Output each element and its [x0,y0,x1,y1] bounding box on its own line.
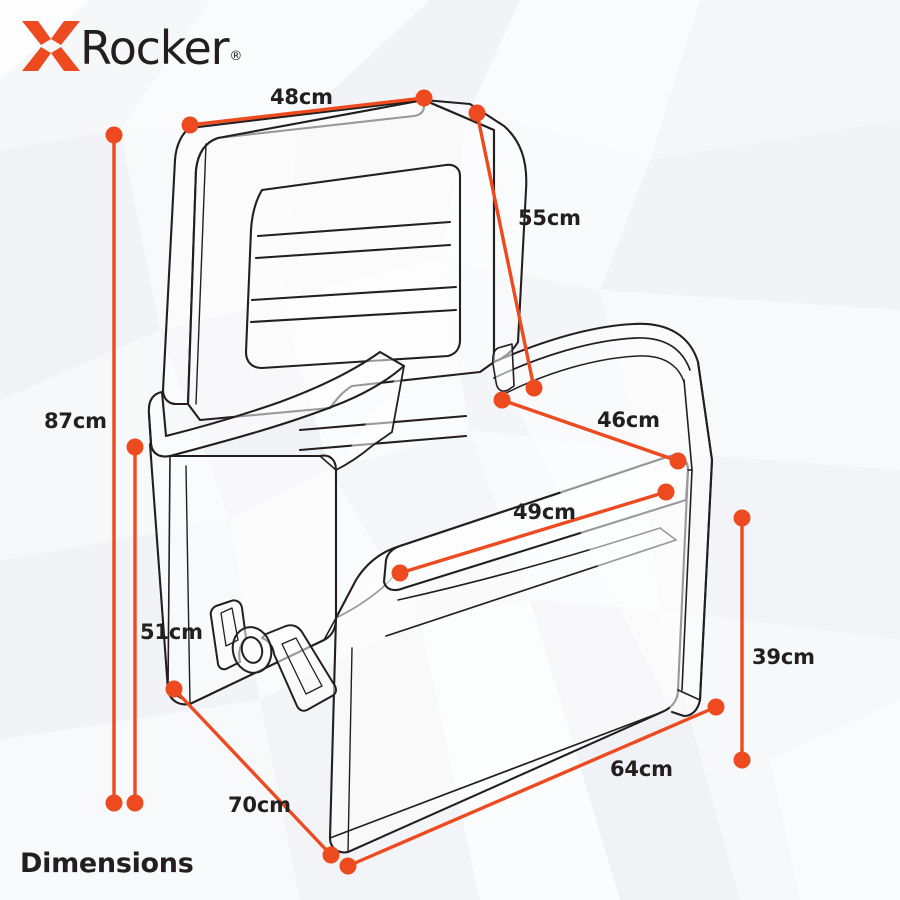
dimension-endpoint-backrest-height-start [468,104,486,122]
dimension-label-overall-width: 64cm [610,757,673,781]
logo-wordmark: Rocker [80,21,230,75]
dimension-line-overall-depth [172,687,333,857]
dimension-line-overall-width [346,705,718,868]
page-title: Dimensions [20,848,194,879]
dimension-label-seat-width: 49cm [513,500,576,524]
dimension-line-seat-depth-upper [500,398,680,463]
dimension-label-overall-height: 87cm [44,409,107,433]
dimension-endpoint-seat-height-end [733,751,751,769]
dimension-endpoint-backrest-height-end [525,379,543,397]
dimension-label-backrest-height: 55cm [518,206,581,230]
dimension-label-overall-depth: 70cm [228,793,291,817]
dimension-endpoint-overall-width-end [707,698,725,716]
dimension-endpoint-seat-width-end [657,483,675,501]
dimension-label-seat-height: 39cm [752,645,815,669]
xrocker-logo: Rocker ® [20,16,243,76]
dimension-endpoint-overall-width-start [339,857,357,875]
dimension-label-seat-back-height: 51cm [140,620,203,644]
dimension-line-seat-width [398,490,668,575]
dimension-endpoint-seat-back-height-start [126,438,144,456]
dimension-endpoint-seat-height-start [733,509,751,527]
x-logo-icon [22,21,80,71]
dimension-endpoint-width-top-backrest-start [181,116,199,134]
registered-trademark-icon: ® [229,48,243,64]
dimension-endpoint-seat-width-start [391,564,409,582]
dimension-endpoint-seat-back-height-end [126,794,144,812]
dimension-endpoint-overall-depth-end [322,846,340,864]
dimension-endpoint-overall-height-start [105,126,123,144]
dimension-endpoint-seat-depth-upper-start [493,391,511,409]
dimension-endpoint-overall-height-end [105,794,123,812]
dimension-line-backrest-height [475,111,536,390]
dimension-endpoint-seat-depth-upper-end [669,452,687,470]
dimension-endpoint-overall-depth-start [165,680,183,698]
dimension-label-seat-depth-upper: 46cm [597,408,660,432]
dimension-line-width-top-backrest [188,96,426,127]
dimension-endpoint-width-top-backrest-end [415,89,433,107]
dimension-label-width-top-backrest: 48cm [270,85,333,109]
